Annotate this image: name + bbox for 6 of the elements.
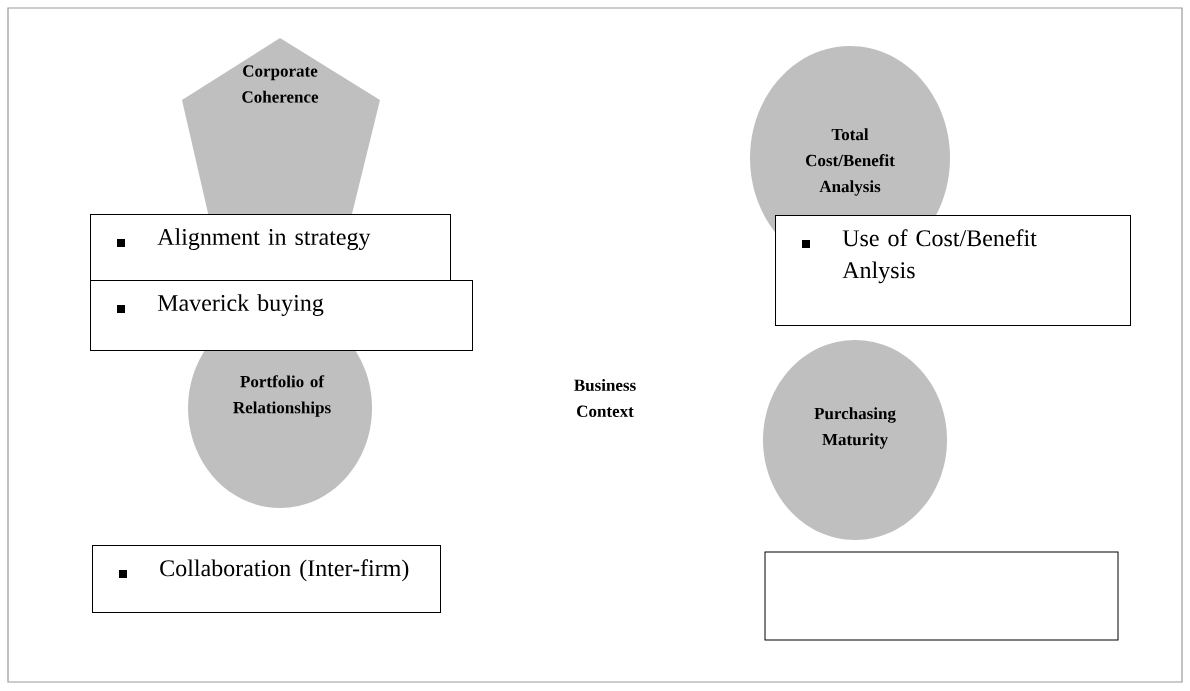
bullet-box: Collaboration (Inter-firm) [92,545,441,613]
bullet-box: Maverick buying [90,280,473,351]
pentagon: Corporate Coherence [182,38,380,222]
bullet-box: Alignment in strategy [90,214,451,281]
empty-box [764,551,1119,641]
bullet-box: Use of Cost/Benefit Anlysis [775,215,1131,326]
